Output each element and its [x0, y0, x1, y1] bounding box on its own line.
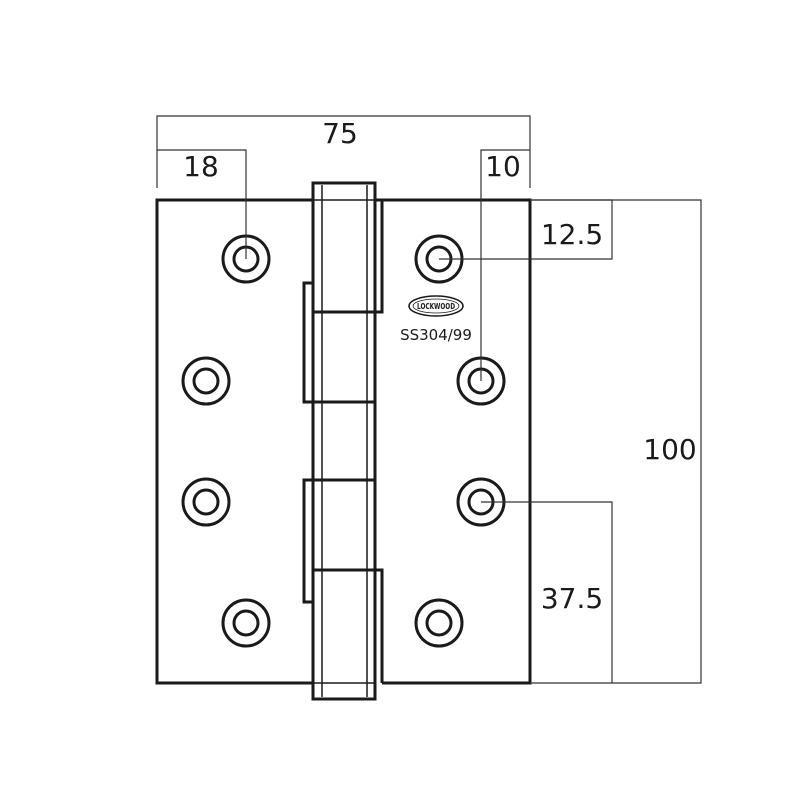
dim-height-label: 100	[643, 433, 696, 466]
right-leaf	[382, 198, 532, 685]
screw-hole-right-4	[414, 598, 464, 648]
dim-left-offset-label: 18	[183, 150, 219, 183]
left-leaf	[155, 198, 313, 685]
dim-line-bottom-spacing	[481, 501, 613, 683]
material-grade-text: SS304/99	[400, 326, 472, 344]
knuckle-segment-middle	[302, 402, 384, 683]
screw-hole-left-4	[221, 598, 271, 648]
screw-hole-left-2	[181, 356, 231, 406]
knuckle-segment-top	[302, 198, 384, 404]
dim-top-offset-label: 12.5	[541, 218, 603, 251]
dim-overall-width-label: 75	[322, 117, 358, 150]
dim-line-overall-width	[156, 115, 531, 188]
lockwood-logo: LOCKWOOD	[408, 295, 464, 317]
dim-bottom-spacing-label: 37.5	[541, 582, 603, 615]
dim-right-offset-label: 10	[485, 150, 521, 183]
dim-line-left-offset	[157, 149, 247, 259]
screw-hole-left-3	[181, 477, 231, 527]
dim-line-height	[530, 199, 702, 684]
logo-brand-text: LOCKWOOD	[417, 302, 455, 311]
dim-line-right-offset	[480, 149, 530, 381]
